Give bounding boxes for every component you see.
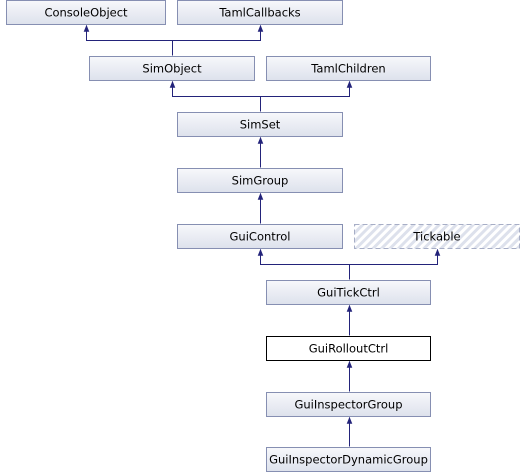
node-label-guitickctrl: GuiTickCtrl <box>317 286 380 300</box>
node-guitickctrl[interactable]: GuiTickCtrl <box>266 280 431 305</box>
node-box-simset <box>177 112 343 137</box>
node-label-simset: SimSet <box>240 118 281 132</box>
node-box-tamlchildren <box>266 56 431 81</box>
node-box-consoleobject <box>6 0 166 25</box>
arrow-simobject-to-tamlcallbacks <box>172 24 264 41</box>
node-box-simgroup <box>177 168 343 193</box>
node-simgroup[interactable]: SimGroup <box>177 168 343 193</box>
node-guicontrol[interactable]: GuiControl <box>177 224 343 249</box>
edge-simset <box>169 80 353 112</box>
arrow-simset-to-tamlchildren <box>260 80 353 97</box>
node-label-tamlcallbacks: TamlCallbacks <box>218 6 300 20</box>
arrow-simobject-to-consoleobject <box>83 24 173 41</box>
arrow-guitickctrl-to-guicontrol <box>257 248 350 265</box>
arrow-guitickctrl-to-tickable <box>349 248 441 265</box>
edge-guitickctrl <box>257 248 441 280</box>
node-guiinspectorgroup[interactable]: GuiInspectorGroup <box>266 392 431 417</box>
node-simobject[interactable]: SimObject <box>89 56 255 81</box>
node-box-guitickctrl <box>266 280 431 305</box>
node-label-guiinspectorgroup: GuiInspectorGroup <box>294 398 402 412</box>
node-box-simobject <box>89 56 255 81</box>
node-box-guirolloutctrl <box>266 336 431 361</box>
node-tamlcallbacks[interactable]: TamlCallbacks <box>177 0 343 25</box>
arrow-simset-to-simobject <box>169 80 261 97</box>
node-label-guicontrol: GuiControl <box>230 230 291 244</box>
edges-layer <box>83 24 441 447</box>
node-box-guicontrol <box>177 224 343 249</box>
node-box-guiinspectorgroup <box>266 392 431 417</box>
edge-simobject <box>83 24 264 56</box>
node-box-tamlcallbacks <box>177 0 343 25</box>
node-label-tamlchildren: TamlChildren <box>310 62 385 76</box>
node-label-guiinspectordynamicgroup: GuiInspectorDynamicGroup <box>269 453 428 467</box>
node-tamlchildren[interactable]: TamlChildren <box>266 56 431 81</box>
node-label-simgroup: SimGroup <box>232 174 289 188</box>
node-label-guirolloutctrl: GuiRolloutCtrl <box>309 342 389 356</box>
node-guiinspectordynamicgroup[interactable]: GuiInspectorDynamicGroup <box>266 447 431 472</box>
node-label-consoleobject: ConsoleObject <box>44 6 128 20</box>
node-consoleobject[interactable]: ConsoleObject <box>6 0 166 25</box>
node-guirolloutctrl[interactable]: GuiRolloutCtrl <box>266 336 431 361</box>
node-box-tickable <box>354 224 520 249</box>
node-simset[interactable]: SimSet <box>177 112 343 137</box>
node-label-simobject: SimObject <box>142 62 202 76</box>
node-label-tickable: Tickable <box>412 230 460 244</box>
node-tickable[interactable]: Tickable <box>354 224 520 249</box>
